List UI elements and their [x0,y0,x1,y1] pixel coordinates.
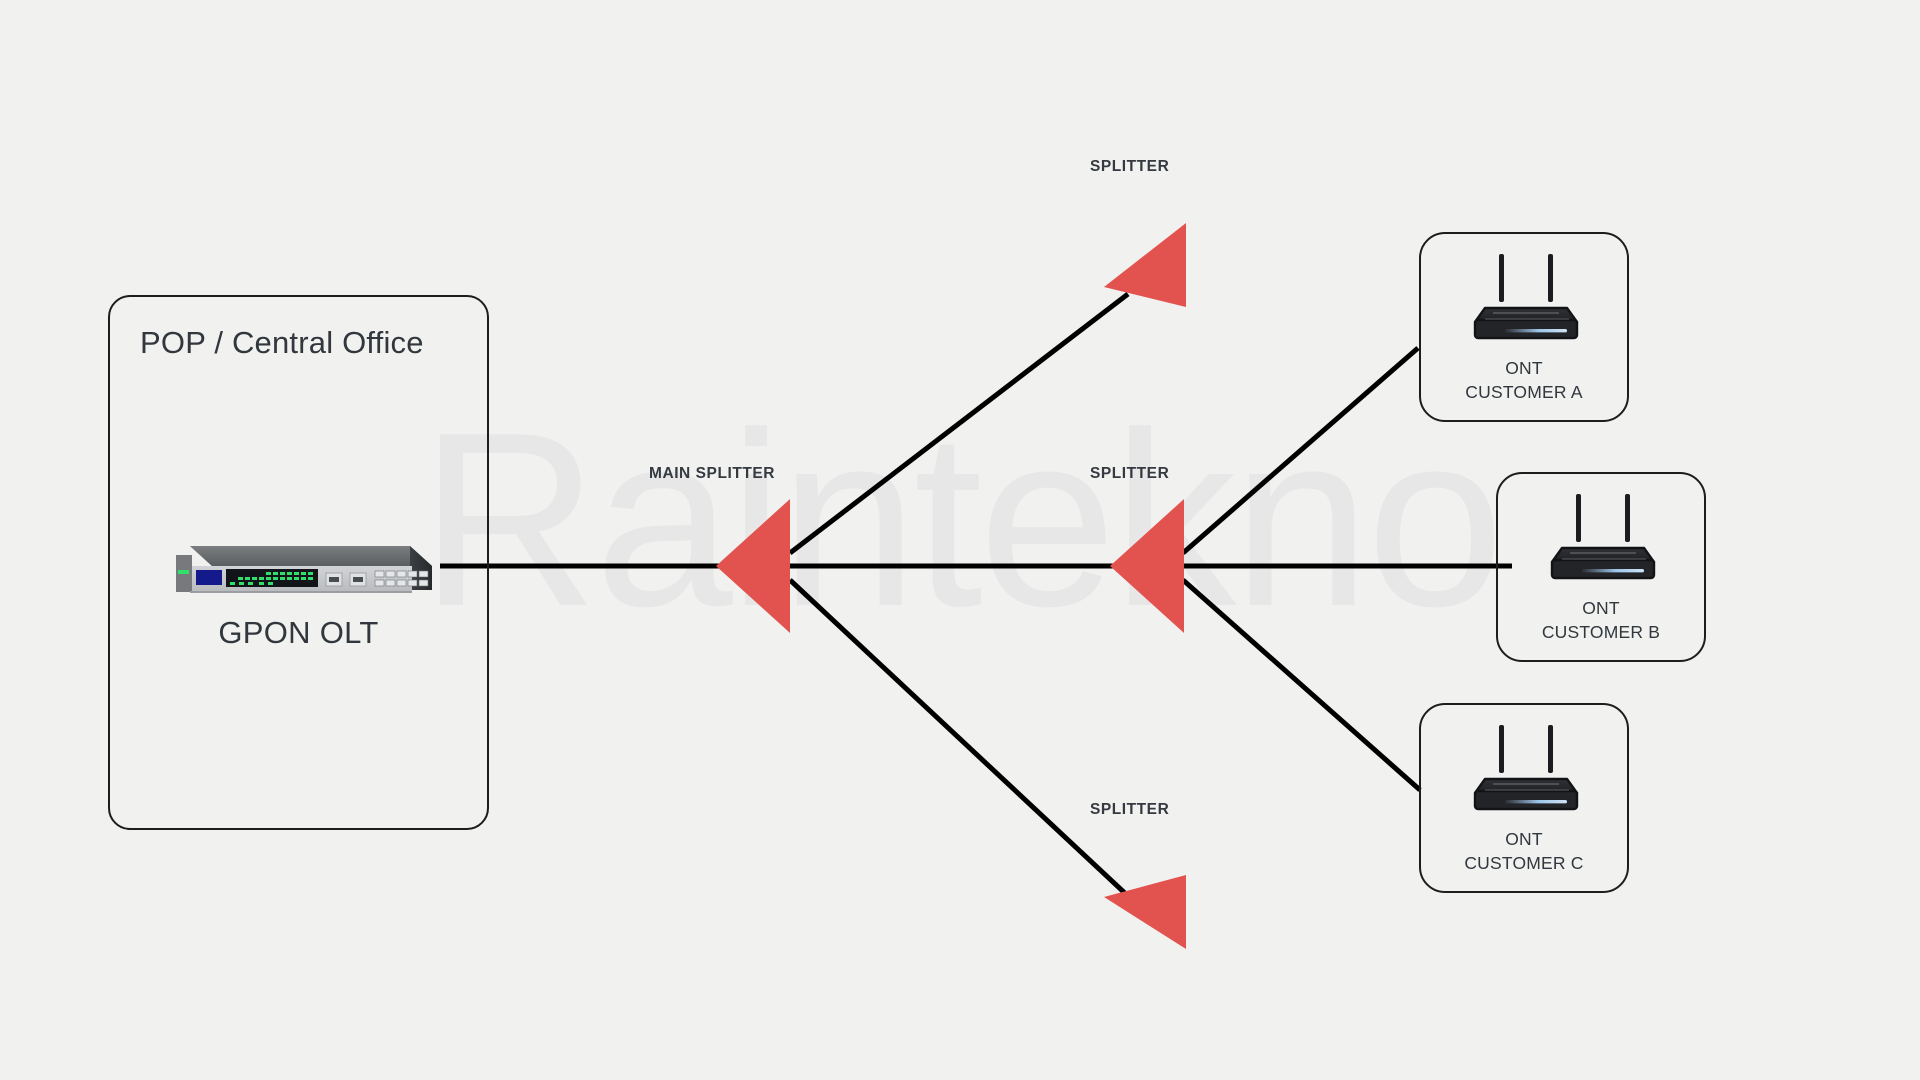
link-main-to-bottom-splitter [788,578,1130,898]
splitter-label-top: SPLITTER [1090,158,1170,175]
link-main-to-top-splitter [788,292,1130,555]
ont-caption-line1: ONT [1582,598,1620,618]
ont-caption-customer-a: ONT CUSTOMER A [1421,356,1627,404]
splitter-label-middle: SPLITTER [1090,465,1170,482]
splitter-triangle-bottom[interactable] [1104,875,1186,949]
ont-box-customer-c[interactable]: ONT CUSTOMER C [1419,703,1629,893]
splitter-label-bottom: SPLITTER [1090,801,1170,818]
link-middle-splitter-to-ont-c [1181,578,1422,792]
ont-caption-line1: ONT [1505,358,1543,378]
ont-caption-customer-c: ONT CUSTOMER C [1421,827,1627,875]
ont-box-customer-b[interactable]: ONT CUSTOMER B [1496,472,1706,662]
link-middle-splitter-to-ont-a [1181,346,1420,555]
splitter-label-main: MAIN SPLITTER [649,465,775,482]
ont-caption-customer-b: ONT CUSTOMER B [1498,596,1704,644]
ont-caption-line1: ONT [1505,829,1543,849]
ont-box-customer-a[interactable]: ONT CUSTOMER A [1419,232,1629,422]
rack-switch-icon [160,528,432,600]
splitter-triangle-middle[interactable] [1110,499,1184,633]
wifi-router-icon [1465,721,1589,830]
splitter-triangle-top[interactable] [1104,223,1186,307]
watermark-text: Raintekno [419,380,1505,658]
wifi-router-icon [1465,250,1589,359]
pop-title: POP / Central Office [140,325,424,360]
splitter-triangle-main[interactable] [716,499,790,633]
wifi-router-icon [1542,490,1666,599]
pop-central-office-box[interactable] [108,295,489,830]
ont-caption-line2: CUSTOMER B [1541,622,1661,642]
ont-caption-line2: CUSTOMER C [1464,853,1584,873]
ont-caption-line2: CUSTOMER A [1465,382,1583,402]
olt-label: GPON OLT [218,615,379,650]
